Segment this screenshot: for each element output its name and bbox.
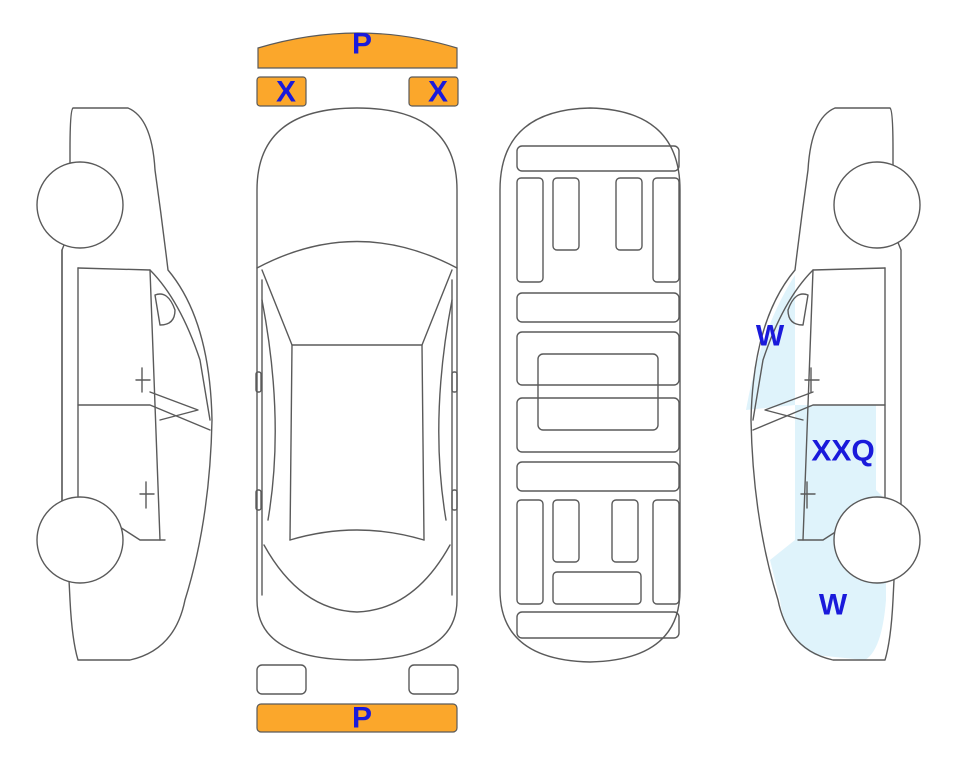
right-headlight-panel [408, 76, 459, 107]
right-taillight-panel [408, 664, 459, 695]
left-rear-wheel [36, 496, 124, 584]
right-front-fender-panel [746, 275, 795, 410]
right-rear-door-code: XXQ [811, 435, 874, 468]
right-rear-quarter-code: W [819, 589, 848, 622]
left-front-wheel [36, 161, 124, 249]
front-bumper-code: P [352, 28, 372, 61]
right-side-view [746, 107, 921, 661]
right-rear-wheel [833, 496, 921, 584]
left-side-view [36, 107, 213, 661]
left-taillight-panel [256, 664, 307, 695]
left-headlight-panel [256, 76, 307, 107]
rear-bumper-panel [256, 703, 458, 733]
front-bumper-panel [257, 32, 458, 69]
underbody-view [499, 107, 681, 663]
right-headlight-code: X [428, 76, 448, 109]
right-front-wheel [833, 161, 921, 249]
right-rear-panel [770, 405, 886, 660]
right-front-fender-code: W [756, 320, 785, 353]
damage-codes: P X X P W XXQ W [276, 28, 875, 735]
top-view [255, 32, 459, 733]
rear-bumper-code: P [352, 702, 372, 735]
left-headlight-code: X [276, 76, 296, 109]
